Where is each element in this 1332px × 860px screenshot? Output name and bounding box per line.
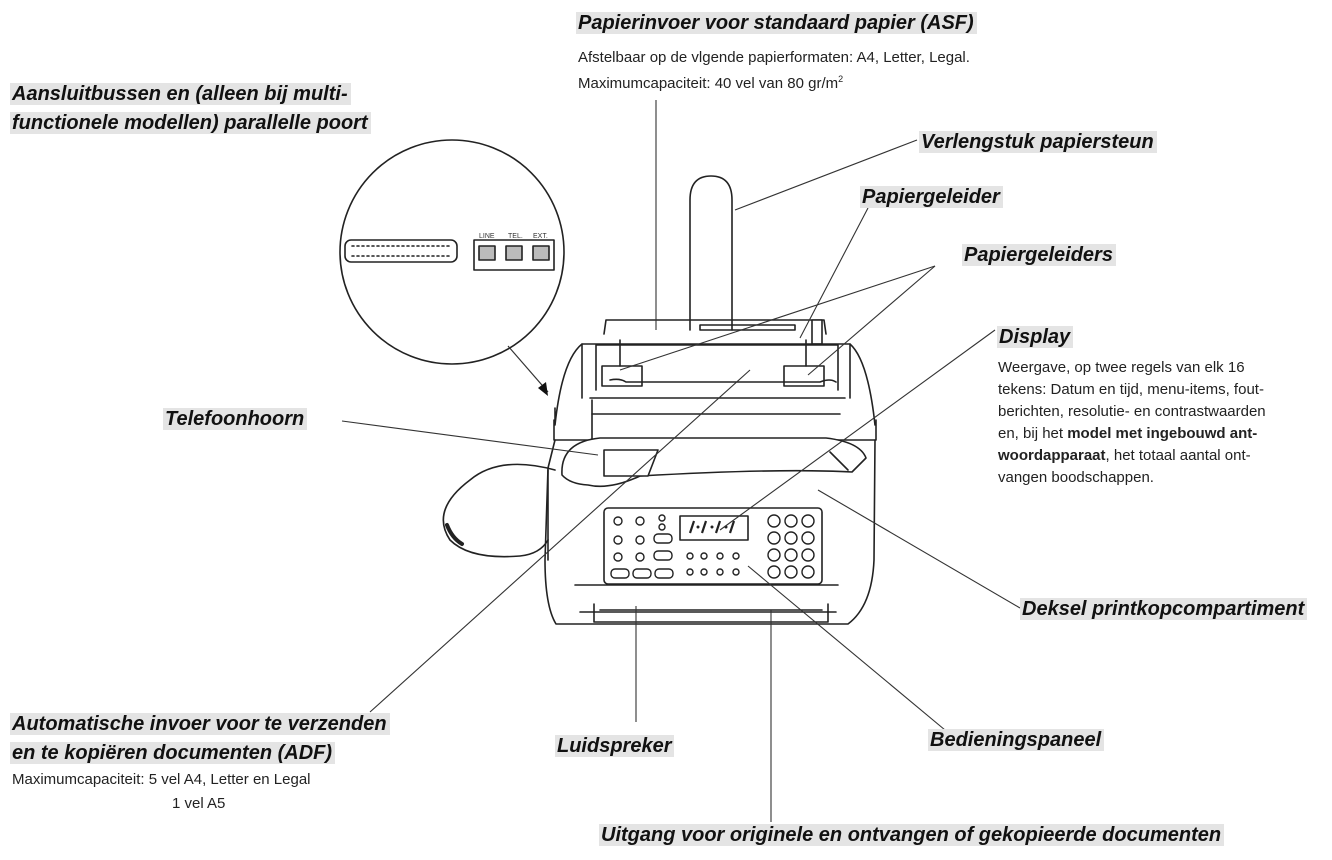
asf-paper-tray — [603, 319, 827, 335]
port-label-tel: TEL. — [508, 233, 523, 240]
ports-arrowhead — [538, 382, 548, 396]
fax-upper-body — [554, 343, 876, 426]
asf-line2-text: Maximumcapaciteit: 40 vel van 80 gr/m — [578, 75, 839, 92]
display-desc-line4-pre: en, bij het — [998, 425, 1068, 442]
adf-label-line2: en te kopiëren documenten (ADF) — [10, 740, 336, 766]
display-title: Display — [997, 324, 1074, 350]
asf-line1: Afstelbaar op de vlgende papierformaten:… — [578, 49, 970, 66]
port-label-line: LINE — [479, 233, 495, 240]
lcd-dots — [696, 525, 728, 529]
parallel-port — [344, 239, 458, 263]
printhead-cover-label: Deksel printkopcompartiment — [1020, 596, 1308, 622]
paper-support-extension — [689, 175, 733, 331]
port-label-ext: EXT. — [533, 233, 548, 240]
lcd-display — [679, 515, 749, 541]
keypad-buttons — [610, 514, 815, 579]
display-desc-line6: vangen boodschappen. — [998, 469, 1154, 486]
document-exit-slot — [593, 603, 829, 623]
coiled-cord — [442, 463, 556, 558]
display-desc-line3: berichten, resolutie- en contrastwaarden — [998, 403, 1266, 420]
fax-main-body — [544, 439, 876, 625]
adf-label-line1: Automatische invoer voor te verzenden — [10, 711, 390, 737]
display-desc-line4: en, bij het model met ingebouwd ant- — [998, 423, 1257, 444]
control-panel-label: Bedieningspaneel — [928, 727, 1105, 753]
display-desc-line5-post: , het totaal aantal ont- — [1105, 447, 1251, 464]
extension-label: Verlengstuk papiersteun — [919, 129, 1157, 155]
display-desc-line5: woordapparaat, het totaal aantal ont- — [998, 445, 1251, 466]
asf-line2: Maximumcapaciteit: 40 vel van 80 gr/m2 — [578, 69, 843, 94]
display-desc-line4-bold: model met ingebouwd ant- — [1067, 425, 1258, 442]
display-desc-line5-bold: woordapparaat — [998, 447, 1106, 464]
lcd-segments — [688, 520, 736, 534]
display-desc-line2: tekens: Datum en tijd, menu-items, fout- — [998, 381, 1264, 398]
speaker-label: Luidspreker — [555, 733, 675, 759]
document-exit-label: Uitgang voor originele en ontvangen of g… — [599, 822, 1225, 848]
handset-label: Telefoonhoorn — [163, 406, 308, 432]
ports-arrow-line — [507, 345, 549, 393]
asf-title: Papierinvoer voor standaard papier (ASF) — [576, 10, 977, 36]
display-desc-line1: Weergave, op twee regels van elk 16 — [998, 359, 1245, 376]
leader-lines — [341, 100, 1021, 822]
paper-guide-label: Papiergeleider — [860, 184, 1003, 210]
adf-desc-line1: Maximumcapaciteit: 5 vel A4, Letter en L… — [12, 771, 311, 788]
ports-label-line1: Aansluitbussen en (alleen bij multi- — [10, 81, 351, 107]
paper-guides-label: Papiergeleiders — [962, 242, 1116, 268]
adf-desc-line2: 1 vel A5 — [172, 795, 226, 812]
ports-label-line2: functionele modellen) parallelle poort — [10, 110, 371, 136]
asf-line2-superscript: 2 — [838, 74, 844, 84]
